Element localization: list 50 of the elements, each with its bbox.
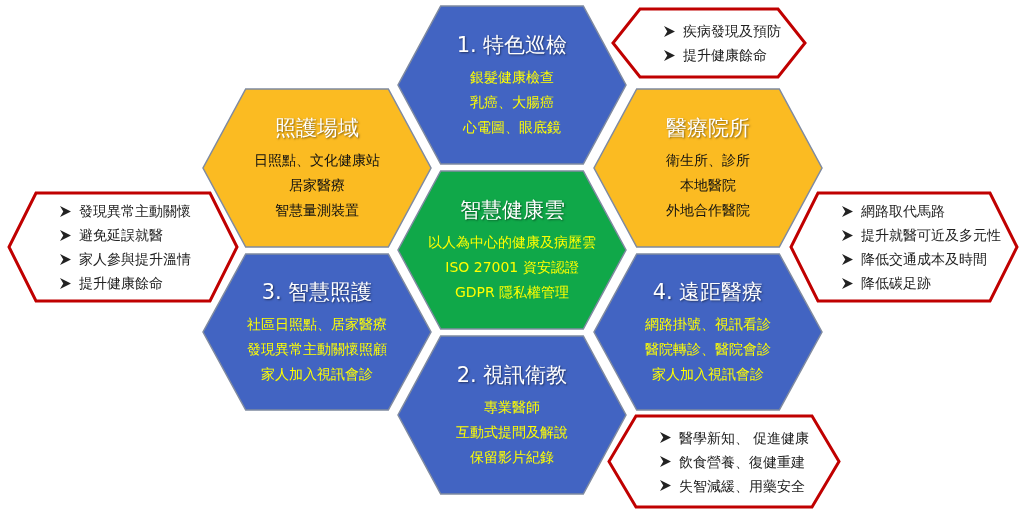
hexagon-text: 專業醫師 — [484, 397, 540, 417]
hexagon-text: GDPR 隱私權管理 — [454, 282, 570, 302]
bullet-text: 避免延誤就醫 — [79, 226, 163, 245]
bullet-text: 提升健康餘命 — [79, 274, 163, 293]
hexagon-text: 智慧量測裝置 — [275, 200, 359, 220]
hexagon-text: 心電圖、眼底鏡 — [463, 117, 561, 137]
hexagon-text: 衛生所、診所 — [666, 150, 750, 170]
hexagon-card — [397, 5, 627, 165]
bullet-text: 降低碳足跡 — [861, 274, 931, 293]
callout-hexagon — [790, 192, 1018, 302]
hexagon-text: 醫院轉診、醫院會診 — [645, 339, 771, 359]
bullet-text: 醫學新知、 促進健康 — [679, 428, 810, 448]
bullet-text: 發現異常主動關懷 — [79, 202, 191, 221]
hexagon-text: 外地合作醫院 — [666, 200, 750, 220]
hexagon-title: 3. 智慧照護 — [261, 278, 373, 306]
hexagon-text: 社區日照點、居家醫療 — [247, 314, 387, 334]
hexagon-text: 家人加入視訊會診 — [261, 364, 373, 384]
hexagon-text: 乳癌、大腸癌 — [470, 92, 554, 112]
bullet-text: 家人參與提升溫情 — [79, 250, 191, 269]
hexagon-title: 2. 視訊衛教 — [456, 361, 568, 389]
hexagon-text: 以人為中心的健康及病歷雲 — [428, 232, 596, 252]
hexagon-text: 家人加入視訊會診 — [652, 364, 764, 384]
hexagon-text: 發現異常主動關懷照顧 — [247, 339, 387, 359]
callout-hexagon — [612, 8, 806, 78]
hexagon-card — [202, 253, 432, 411]
bullet-text: 疾病發現及預防 — [683, 22, 781, 41]
hexagon-card — [397, 170, 627, 330]
hexagon-text: 居家醫療 — [289, 175, 345, 195]
bullet-text: 飲食營養、復健重建 — [679, 452, 805, 472]
hexagon-title: 智慧健康雲 — [459, 196, 565, 224]
hexagon-title: 4. 遠距醫療 — [652, 278, 764, 306]
bullet-text: 失智減緩、用藥安全 — [679, 476, 805, 496]
hexagon-text: 網路掛號、視訊看診 — [645, 314, 771, 334]
hexagon-text: 保留影片紀錄 — [470, 447, 554, 467]
hexagon-title: 照護場域 — [275, 114, 359, 142]
hexagon-text: 本地醫院 — [680, 175, 736, 195]
bullet-text: 網路取代馬路 — [861, 202, 945, 221]
hexagon-text: 銀髮健康檢查 — [470, 67, 554, 87]
bullet-text: 降低交通成本及時間 — [861, 250, 987, 269]
hexagon-card — [593, 253, 823, 411]
hexagon-text: 互動式提問及解說 — [456, 422, 568, 442]
hexagon-text: 日照點、文化健康站 — [254, 150, 380, 170]
callout-hexagon — [608, 415, 840, 508]
callout-hexagon — [8, 192, 238, 302]
hexagon-title: 醫療院所 — [666, 114, 750, 142]
hexagon-title: 1. 特色巡檢 — [456, 31, 568, 59]
hexagon-card — [397, 335, 627, 495]
bullet-text: 提升就醫可近及多元性 — [861, 226, 1001, 245]
bullet-text: 提升健康餘命 — [683, 46, 767, 65]
hexagon-text: ISO 27001 資安認證 — [445, 257, 579, 277]
